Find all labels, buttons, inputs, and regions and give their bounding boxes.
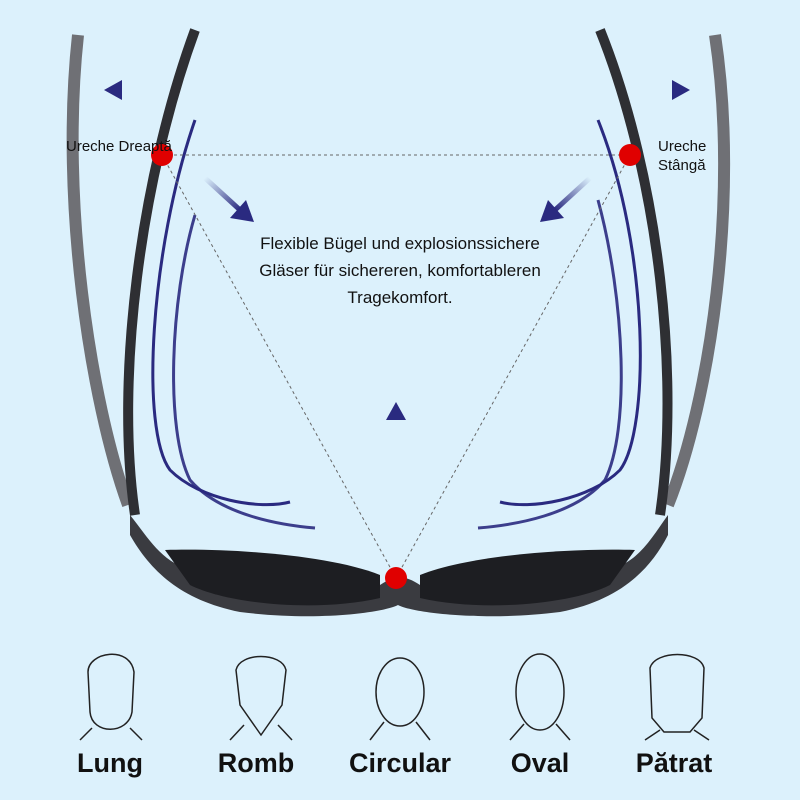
arrow-right-icon: [628, 80, 690, 100]
arrow-left-icon: [104, 80, 165, 100]
description: Flexible Bügel und explosionssichere Glä…: [200, 230, 600, 311]
left-temple-open: [66, 34, 134, 508]
nose-dot: [385, 567, 407, 589]
face-shape-label: Lung: [77, 748, 143, 778]
face-shape-label: Oval: [510, 748, 570, 778]
arrow-down-left-icon: [540, 176, 592, 222]
right-ear-dot: [151, 144, 173, 166]
arrow-up-icon: [386, 402, 406, 465]
left-ear-dot: [619, 144, 641, 166]
left-ear-label: Ureche Stângă: [658, 138, 707, 174]
description-line: Gläser für sichereren, komfortableren: [259, 261, 541, 280]
right-temple-open: [662, 34, 731, 508]
left-temple: [123, 28, 200, 516]
lens-right: [420, 549, 635, 606]
description-line: Flexible Bügel und explosionssichere: [260, 234, 540, 253]
right-temple: [595, 28, 673, 516]
face-shape-label: Pătrat: [635, 748, 713, 778]
face-shape-label: Circular: [348, 748, 452, 778]
arrow-down-right-icon: [203, 176, 254, 222]
description-line: Tragekomfort.: [347, 288, 453, 307]
lens-left: [165, 549, 380, 606]
right-ear-label: Ureche Dreaptă: [66, 138, 172, 155]
face-shape-label: Romb: [217, 748, 295, 778]
